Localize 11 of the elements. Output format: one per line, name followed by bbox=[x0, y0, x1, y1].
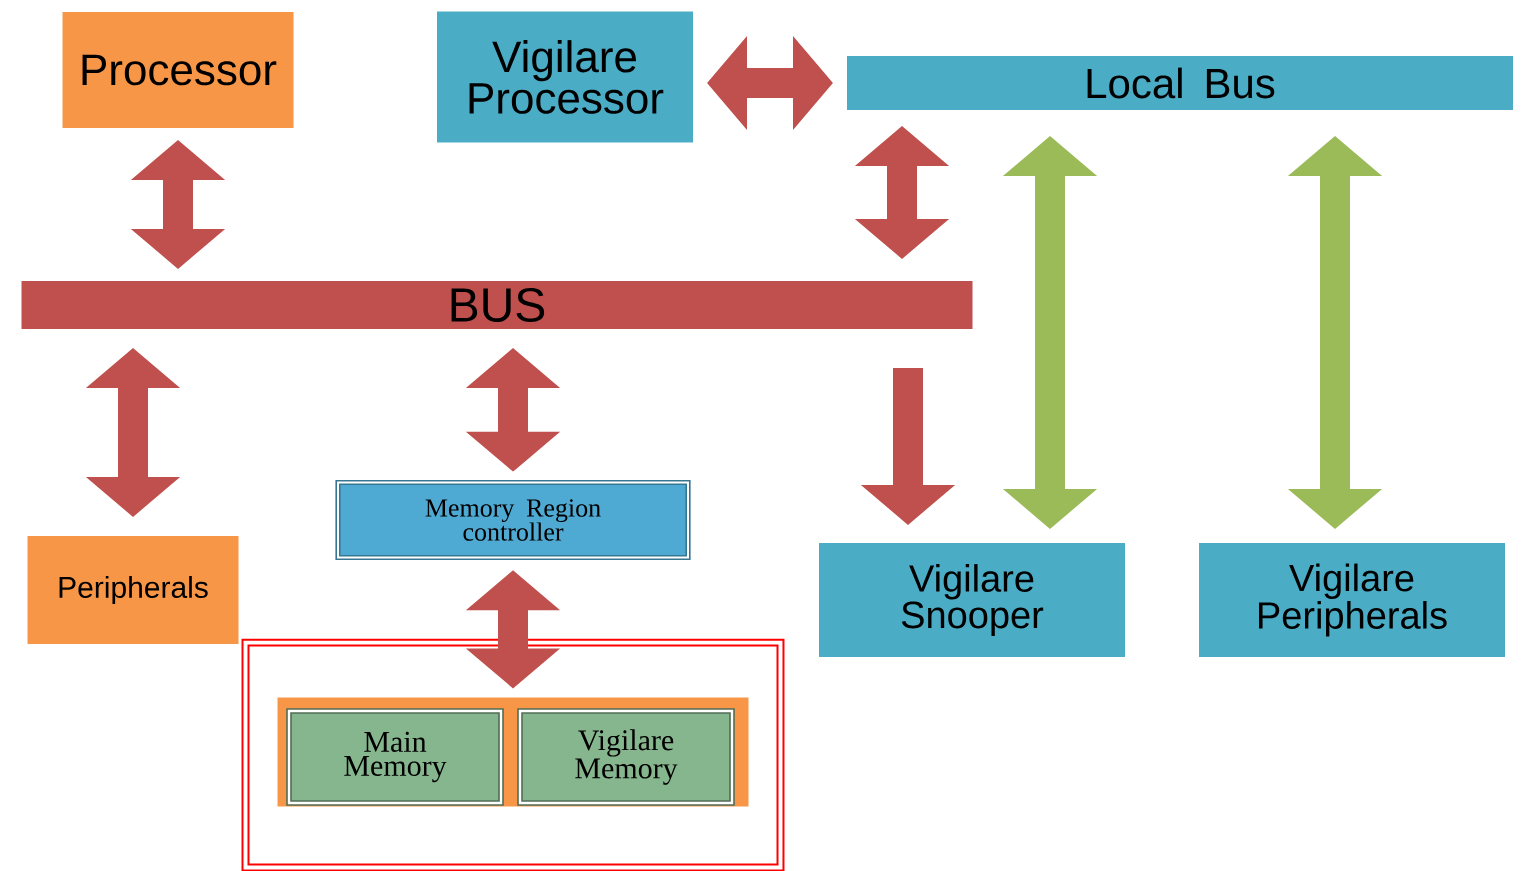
bus-bar: BUS bbox=[17, 277, 977, 333]
memory-box: Main Memory bbox=[286, 708, 504, 806]
snooper-box: Vigilare Snooper bbox=[815, 539, 1129, 661]
processor-box: Processor bbox=[58, 8, 298, 132]
processor-box: Vigilare Processor bbox=[433, 7, 697, 147]
peripheral-box: Vigilare Peripherals bbox=[1195, 539, 1509, 661]
peripheral-box: Peripherals bbox=[23, 532, 243, 648]
memory-frame bbox=[241, 638, 785, 871]
controller-box: Memory Region controller bbox=[335, 479, 691, 561]
memory-box: Vigilare Memory bbox=[517, 708, 735, 806]
bus-bar: Local Bus bbox=[843, 52, 1517, 114]
